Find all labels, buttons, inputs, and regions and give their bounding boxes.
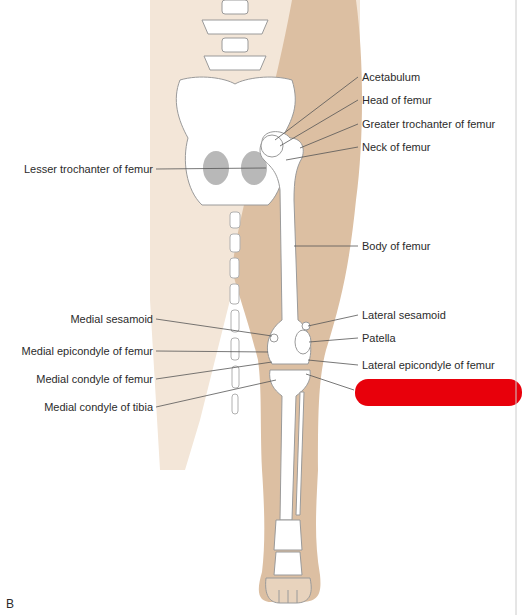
patella	[295, 330, 311, 354]
leader-line	[156, 319, 272, 336]
leader-line	[156, 351, 268, 352]
redaction-bar	[355, 379, 522, 406]
leader-line	[308, 360, 358, 365]
part-label: Lateral epicondyle of femur	[362, 358, 495, 372]
leader-line	[306, 374, 354, 390]
leader-line	[280, 100, 358, 146]
femur	[260, 132, 311, 364]
caudal-vertebra	[230, 258, 239, 278]
part-label: Medial condyle of tibia	[44, 400, 153, 414]
caudal-vertebra	[232, 394, 238, 414]
part-label: Patella	[362, 331, 396, 345]
caudal-vertebra	[230, 284, 239, 304]
panel-letter: B	[6, 597, 14, 611]
caudal-vertebra	[230, 234, 240, 252]
leader-line	[300, 124, 358, 148]
leader-line	[309, 338, 358, 342]
tarsus	[274, 520, 302, 550]
part-label: Neck of femur	[362, 140, 430, 154]
leader-line	[156, 362, 272, 379]
tibia	[270, 370, 311, 520]
part-label: Acetabulum	[362, 70, 420, 84]
part-label: Medial sesamoid	[70, 312, 153, 326]
sesamoid	[270, 334, 278, 342]
toe-line	[288, 590, 289, 603]
vertebra	[204, 56, 266, 70]
femoral-head	[261, 135, 283, 157]
paw	[266, 578, 312, 603]
caudal-vertebra	[232, 366, 239, 388]
caudal-vertebra	[231, 310, 239, 332]
frame-edge	[516, 0, 517, 615]
leader-line	[294, 246, 358, 247]
part-label: Lesser trochanter of femur	[24, 162, 153, 176]
part-label: Greater trochanter of femur	[362, 117, 495, 131]
part-label: Medial condyle of femur	[36, 372, 153, 386]
pelvis	[176, 77, 295, 205]
vertebra	[202, 20, 268, 34]
leader-line	[286, 147, 358, 160]
part-label: Body of femur	[362, 239, 430, 253]
metatarsus	[274, 552, 302, 575]
leader-line	[156, 380, 276, 407]
leader-line	[275, 77, 358, 140]
leader-line	[156, 168, 266, 169]
part-label: Lateral sesamoid	[362, 308, 446, 322]
vertebra	[222, 0, 248, 14]
toe-line	[279, 590, 280, 603]
leader-line	[308, 315, 358, 326]
caudal-vertebra	[230, 212, 240, 228]
part-label: Head of femur	[362, 93, 432, 107]
toe-line	[297, 590, 298, 603]
part-label: Medial epicondyle of femur	[22, 344, 153, 358]
vertebra	[222, 38, 248, 52]
fibula	[296, 392, 304, 515]
caudal-vertebra	[231, 338, 239, 360]
